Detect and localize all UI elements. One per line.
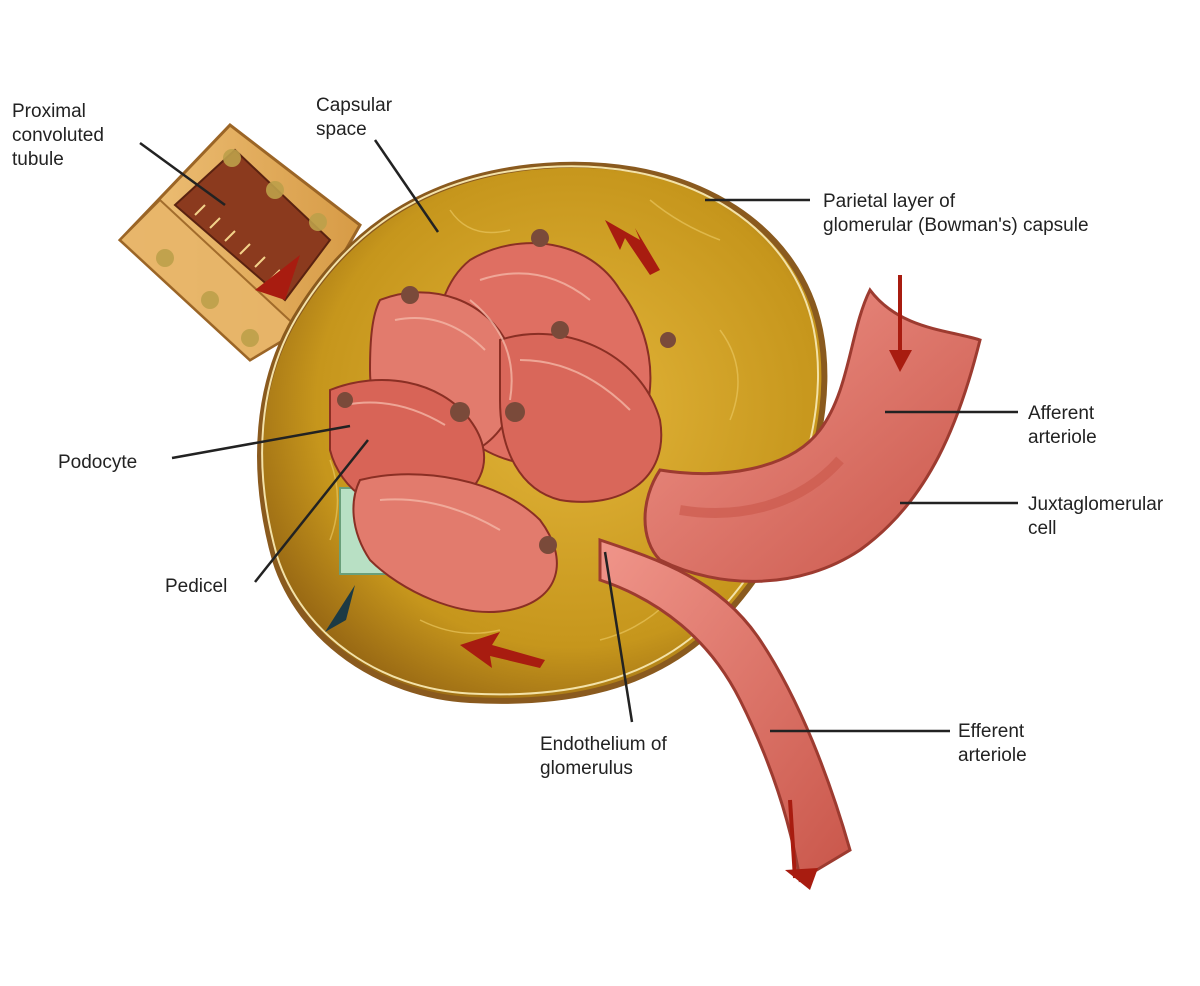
- label-capsular-space: Capsular space: [316, 95, 393, 140]
- label-podocyte: Podocyte: [58, 452, 138, 473]
- label-parietal-layer: Parietal layer of glomerular (Bowman's) …: [823, 191, 1089, 236]
- glomerulus: [329, 229, 676, 613]
- afferent-arteriole: [643, 275, 982, 583]
- efferent-arteriole: [598, 537, 852, 890]
- filtration-arrow-icon: [325, 585, 355, 632]
- leader-lines: [139, 139, 1018, 733]
- proximal-tubule: [117, 122, 362, 362]
- label-endothelium-of-glomerulus: Endothelium of glomerulus: [540, 734, 667, 779]
- flow-arrows: [460, 220, 660, 668]
- label-proximal-convoluted-tubule: Proximal convoluted tubule: [12, 101, 104, 170]
- label-juxtaglomerular-cell: Juxtaglomerular cell: [1028, 494, 1164, 539]
- label-efferent-arteriole: Efferent arteriole: [958, 721, 1027, 766]
- label-pedicel: Pedicel: [165, 576, 228, 597]
- label-afferent-arteriole: Afferent arteriole: [1028, 403, 1097, 448]
